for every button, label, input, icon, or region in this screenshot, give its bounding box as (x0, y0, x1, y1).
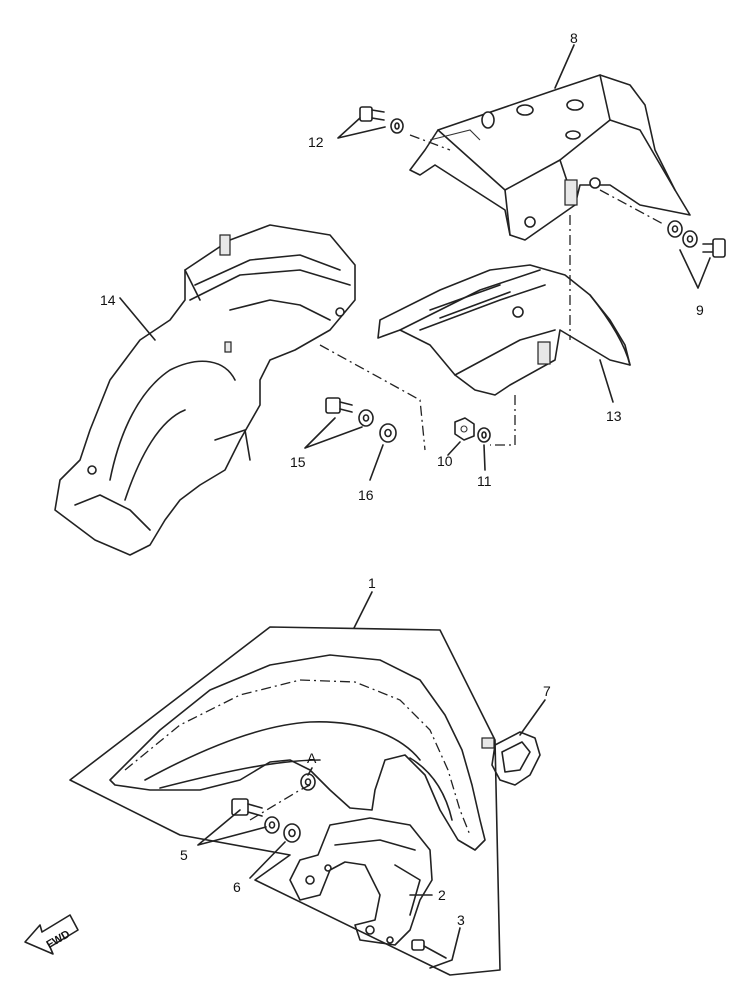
part-6-washer (283, 823, 301, 843)
callout-label-16: 16 (358, 487, 374, 503)
part-11-lock-washer (477, 427, 491, 443)
leader-lines (119, 44, 711, 969)
callout-label-14: 14 (100, 292, 116, 308)
callout-labels: 1 2 3 A 5 6 7 8 9 10 11 12 13 14 15 16 (100, 30, 704, 928)
callout-label-5: 5 (180, 847, 188, 863)
callout-label-15: 15 (290, 454, 306, 470)
callout-label-2: 2 (438, 887, 446, 903)
part-13-inner-fender (377, 264, 631, 396)
part-2-fender-bracket (289, 817, 433, 946)
part-3-screw (411, 939, 447, 959)
part-5-bolt-washer (231, 798, 280, 834)
part-12-bolt-washer (359, 106, 404, 134)
callout-label-9: 9 (696, 302, 704, 318)
callout-label-3: 3 (457, 912, 465, 928)
assembly-guide-lines (249, 134, 666, 821)
part-10-nut (454, 417, 475, 441)
callout-frames (69, 626, 501, 976)
fwd-arrow-icon: FWD (24, 914, 79, 955)
part-8-rear-fender-top (409, 74, 691, 241)
part-a-fastener (300, 773, 316, 791)
callout-label-10: 10 (437, 453, 453, 469)
callout-label-a: A (307, 750, 317, 766)
callout-label-12: 12 (308, 134, 324, 150)
callout-label-1: 1 (368, 575, 376, 591)
callout-label-13: 13 (606, 408, 622, 424)
part-14-fender-liner (54, 224, 356, 556)
callout-label-8: 8 (570, 30, 578, 46)
part-16-washer (379, 423, 397, 443)
callout-label-6: 6 (233, 879, 241, 895)
part-15-bolt-washer (325, 397, 374, 427)
callout-label-11: 11 (477, 473, 492, 489)
part-1-front-fender (109, 654, 486, 851)
part-9-bolt-washers (667, 220, 726, 258)
callout-label-7: 7 (543, 683, 551, 699)
part-7-reflector (481, 731, 541, 786)
